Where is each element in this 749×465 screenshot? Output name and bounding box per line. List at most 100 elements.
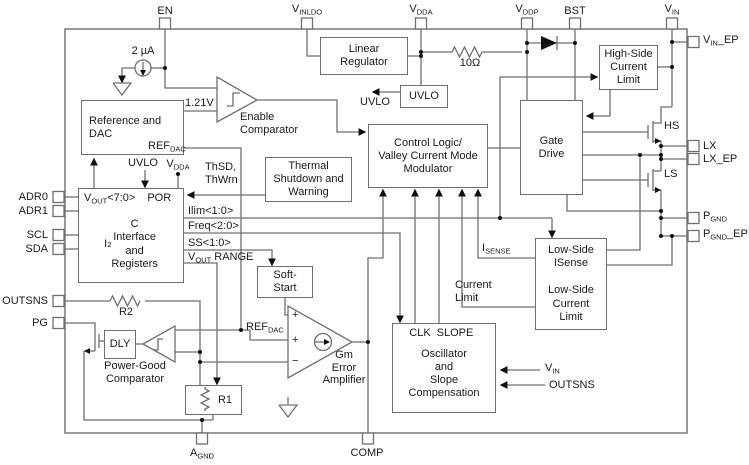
feedback-wire — [145, 300, 201, 385]
pin-label-vin: VIN — [664, 3, 680, 17]
block-gate-drive: Gate Drive — [520, 100, 583, 195]
por-label: POR — [147, 192, 172, 204]
pin-label-pgnd: PGND — [703, 210, 728, 224]
pin-agnd — [195, 432, 209, 445]
current-limit-label: Current Limit — [455, 279, 492, 304]
components — [84, 36, 661, 380]
pin-label-vdda: VDDA — [409, 3, 433, 17]
pin-sda — [52, 242, 65, 256]
vinldo-wire — [306, 29, 320, 57]
pin-scl — [52, 228, 65, 242]
r2-label: R2 — [118, 306, 134, 318]
current-source-arrowhead — [140, 70, 146, 76]
ground-symbol-bias — [112, 82, 133, 97]
block-control-logic: Control Logic/ Valley Current Mode Modul… — [368, 124, 488, 188]
pin-vdda — [414, 17, 428, 30]
refdac-gm-wire — [241, 329, 288, 341]
softstart-gm-wire — [284, 298, 288, 316]
ilim-label: Ilim<1:0> — [188, 205, 234, 217]
resistor-r1 — [199, 387, 211, 411]
refdac-block-label: REFDAC — [148, 140, 186, 154]
block-oscillator: CLK SLOPE Oscillator and Slope Compensat… — [392, 323, 496, 413]
current-limit-wire — [458, 188, 535, 308]
gm-plus1-label: + — [292, 309, 299, 321]
hysteresis-icon — [227, 92, 240, 107]
pin-label-adr0: ADR0 — [18, 190, 48, 203]
chip-outline — [64, 28, 688, 434]
resistor-r2 — [109, 294, 141, 308]
pin-label-vin-ep: VIN_EP — [703, 34, 739, 48]
ls-fet-label: LS — [664, 168, 678, 180]
isense-pgnd-sense-wire — [607, 236, 673, 266]
pin-vin — [665, 17, 679, 30]
pin-label-en: EN — [157, 4, 173, 17]
gm-cs-arrowhead — [324, 339, 330, 345]
uvlo-in-label: UVLO — [128, 157, 158, 169]
pin-pgnd-ep — [687, 229, 700, 243]
enable-comparator-icon — [216, 75, 259, 124]
pg-fet-arrow — [84, 348, 90, 354]
pg-wire — [64, 322, 96, 331]
isense-lx-sense-wire — [607, 155, 641, 251]
block-r1: R1 — [185, 385, 242, 415]
hscl-gatedrive-wire — [585, 90, 611, 120]
ss-label: SS<1:0> — [188, 237, 231, 249]
pin-label-pg: PG — [32, 316, 48, 329]
agnd-rail-wire — [83, 351, 213, 421]
thsd-label: ThSD, ThWrn — [205, 161, 238, 186]
gatedrive-gnd-wire — [566, 195, 661, 212]
resistor-10ohm — [421, 45, 522, 59]
bias-current-label: 2 µA — [131, 44, 155, 57]
uvlo-out-label: UVLO — [360, 96, 390, 108]
pin-bst — [568, 17, 582, 30]
slope-label: SLOPE — [436, 327, 474, 339]
ground-symbol-gm — [278, 404, 299, 419]
i2c-top-row: VOUT<7:0> POR — [79, 189, 183, 208]
ls-fet-arrow — [655, 187, 661, 193]
pin-pgnd — [687, 211, 700, 225]
enable-comp-out-wire — [257, 99, 367, 136]
pin-label-comp: COMP — [350, 447, 384, 459]
comp-wire — [367, 188, 387, 433]
pin-vin-ep — [687, 35, 700, 49]
pin-label-lx-ep: LX_EP — [703, 152, 738, 165]
block-high-side-current-limit: High-Side Current Limit — [599, 45, 658, 90]
osc-vin-label: VIN — [545, 362, 560, 376]
freq-label: Freq<2:0> — [188, 220, 239, 232]
pin-label-vddp: VDDP — [515, 3, 539, 17]
hs-fet-label: HS — [664, 120, 680, 132]
pin-label-outsns: OUTSNS — [2, 294, 48, 307]
isense-wire — [474, 188, 535, 259]
en-wire — [164, 29, 217, 89]
pin-label-vinldo: VINLDO — [291, 3, 323, 17]
resistor-10-label: 10Ω — [459, 57, 481, 69]
pin-lx-ep — [687, 152, 700, 166]
refdac-wire — [184, 147, 242, 330]
block-dly: DLY — [104, 330, 136, 359]
diode-icon — [541, 36, 557, 50]
power-good-label: Power-Good Comparator — [104, 360, 166, 385]
gm-minus-label: − — [292, 355, 299, 367]
pin-label-lx: LX — [703, 139, 717, 152]
junction-dots — [163, 40, 674, 422]
freq-wire — [184, 232, 404, 324]
refdac-node-label: REFDAC — [246, 321, 284, 335]
vout-range-label: VOUT RANGE — [188, 251, 254, 265]
clk-label: CLK — [409, 327, 431, 339]
pin-label-agnd: AGND — [189, 447, 215, 461]
voutrange-wire — [184, 262, 221, 386]
power-good-comparator-icon — [141, 324, 176, 364]
block-linear-regulator: Linear Regulator — [320, 37, 408, 75]
pin-lx — [687, 139, 700, 153]
oscillator-title: Oscillator and Slope Compensation — [408, 348, 480, 399]
block-reference-dac: Reference and DAC — [81, 100, 184, 155]
ss-wire — [184, 249, 276, 267]
block-soft-start: Soft- Start — [257, 266, 313, 298]
isense-label: ISENSE — [482, 242, 511, 256]
pin-outsns — [52, 294, 65, 308]
pin-label-bst: BST — [564, 4, 586, 17]
